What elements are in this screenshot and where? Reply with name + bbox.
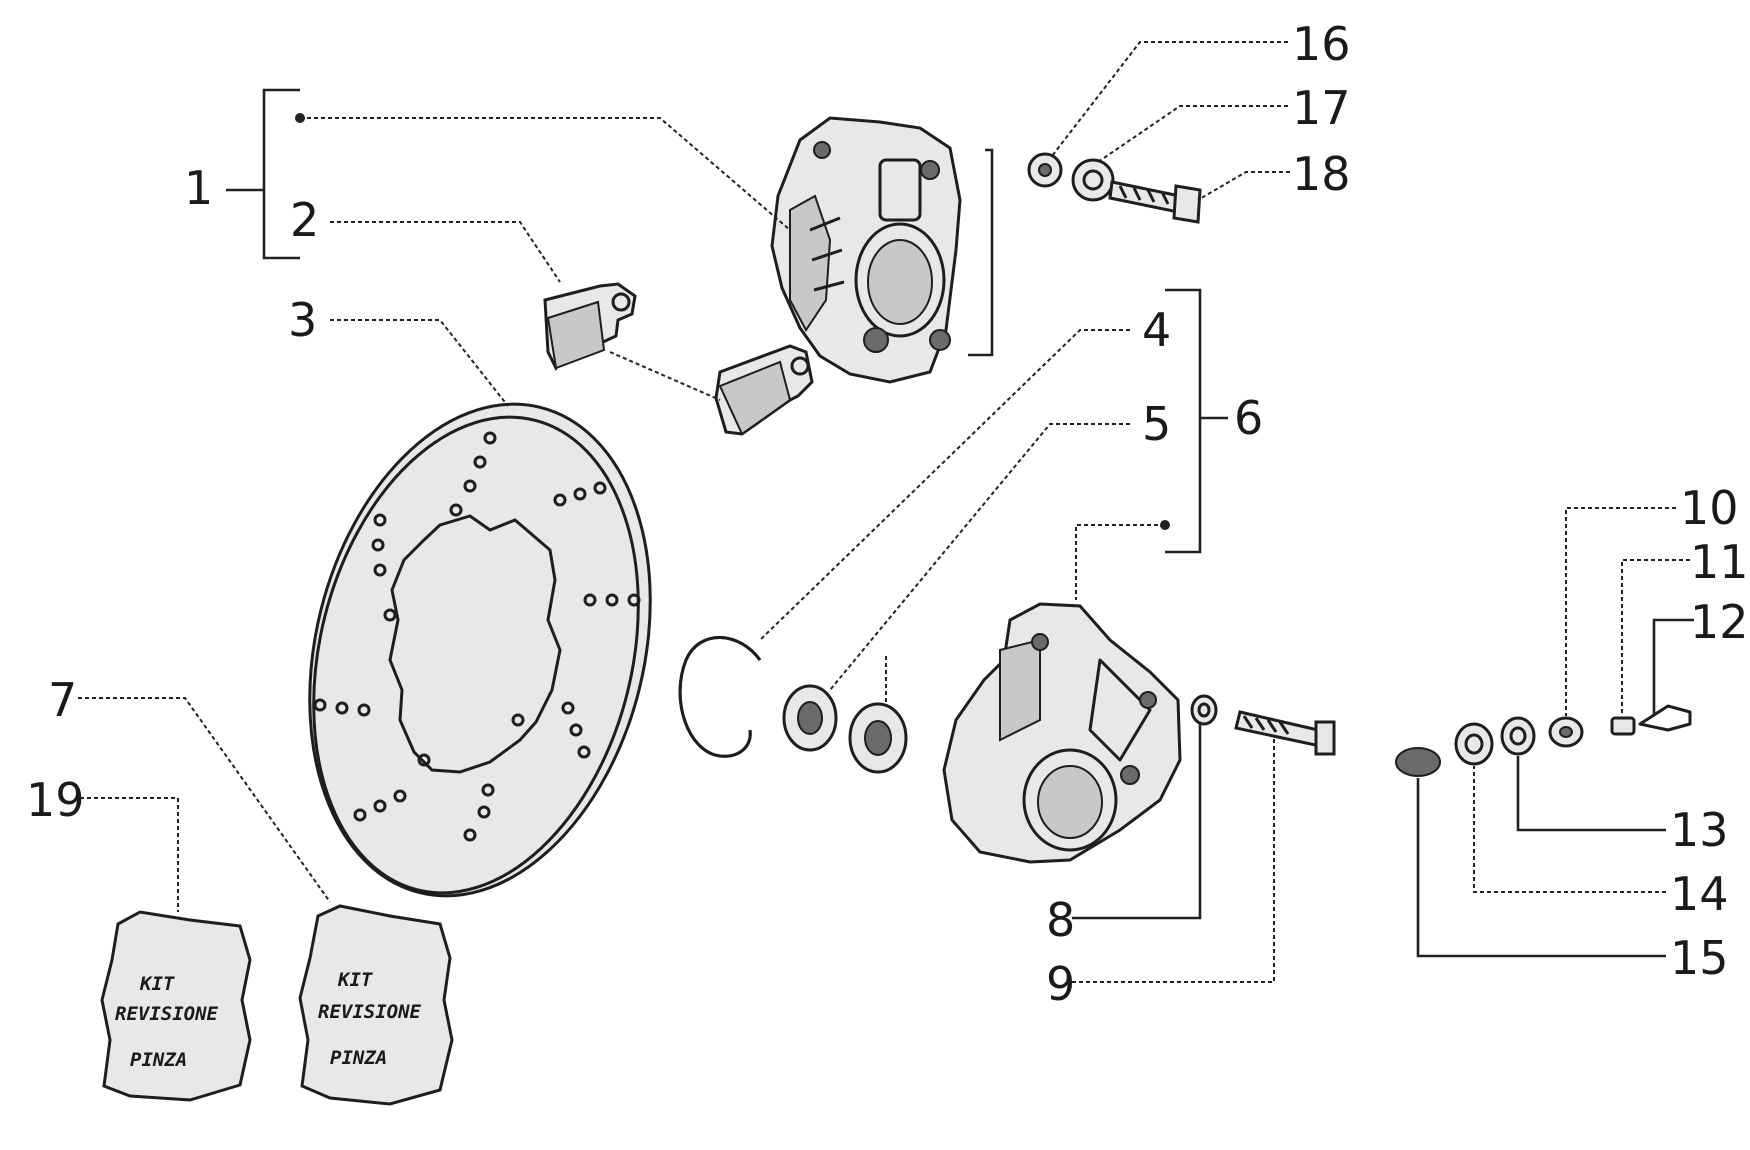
washer-8 bbox=[1190, 694, 1218, 726]
callout-13: 13 bbox=[1670, 803, 1729, 857]
callout-16: 16 bbox=[1292, 17, 1351, 71]
callout-18: 18 bbox=[1292, 147, 1351, 201]
kit-7-line2: REVISIONE bbox=[318, 1001, 422, 1023]
disc-drill-holes bbox=[313, 431, 641, 842]
callout-6: 6 bbox=[1234, 391, 1263, 445]
brake-pad-upper bbox=[543, 282, 637, 371]
kit-19-line3: PINZA bbox=[130, 1049, 187, 1071]
caliper-bolt-set bbox=[1027, 152, 1202, 224]
piston-seals bbox=[782, 684, 908, 774]
kit-packet-7: KIT REVISIONE PINZA bbox=[298, 904, 454, 1106]
callout-15: 15 bbox=[1670, 931, 1729, 985]
callout-17: 17 bbox=[1292, 81, 1351, 135]
bleed-valve-set bbox=[1395, 704, 1692, 777]
callout-9: 9 bbox=[1046, 957, 1075, 1011]
callout-10: 10 bbox=[1680, 481, 1739, 535]
leader-lines bbox=[78, 41, 1694, 983]
kit-19-line1: KIT bbox=[139, 973, 175, 995]
bolt-9 bbox=[1234, 710, 1336, 756]
callout-4: 4 bbox=[1142, 303, 1171, 357]
circlip-ring bbox=[678, 636, 762, 758]
callout-5: 5 bbox=[1142, 397, 1171, 451]
kit-7-line1: KIT bbox=[337, 969, 373, 991]
callout-19: 19 bbox=[26, 773, 85, 827]
callout-7: 7 bbox=[48, 673, 77, 727]
callout-14: 14 bbox=[1670, 867, 1729, 921]
callout-1: 1 bbox=[184, 161, 213, 215]
group-bracket-1 bbox=[226, 88, 300, 260]
brake-disc bbox=[308, 402, 652, 898]
kit-packet-19: KIT REVISIONE PINZA bbox=[100, 910, 252, 1102]
callout-12: 12 bbox=[1690, 595, 1749, 649]
lower-caliper-body bbox=[942, 602, 1182, 864]
callout-8: 8 bbox=[1046, 893, 1075, 947]
callout-11: 11 bbox=[1690, 535, 1749, 589]
upper-caliper-body bbox=[770, 116, 994, 384]
callout-3: 3 bbox=[288, 293, 317, 347]
callout-2: 2 bbox=[290, 193, 319, 247]
kit-7-line3: PINZA bbox=[330, 1047, 387, 1069]
callout-labels: 1 2 3 4 5 6 7 8 9 10 11 12 13 14 15 16 1… bbox=[26, 17, 1749, 1011]
kit-19-line2: REVISIONE bbox=[115, 1003, 219, 1025]
brake-pad-lower bbox=[714, 344, 814, 436]
group-bracket-6 bbox=[1165, 288, 1228, 554]
